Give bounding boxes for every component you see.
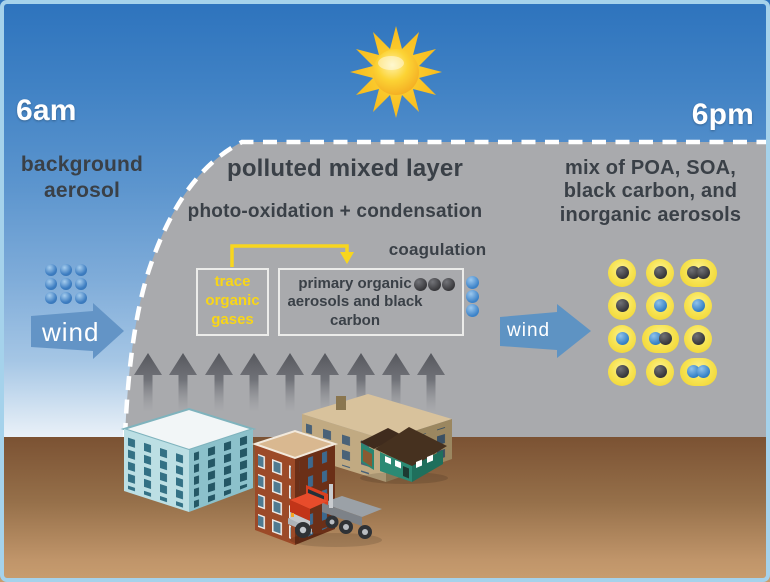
- mixed-aerosol-particle: [679, 258, 717, 287]
- blue-core: [648, 332, 662, 345]
- mixed-aerosol-particle: [679, 357, 717, 386]
- mixed-aerosol-particle: [684, 324, 712, 353]
- truck-icon: [288, 484, 382, 547]
- trace-organic-gases-box: trace organic gases: [196, 268, 269, 336]
- black-core: [653, 266, 667, 279]
- black-carbon-dot: [442, 278, 455, 291]
- black-core: [686, 266, 700, 279]
- blue-core: [691, 299, 705, 312]
- mixed-aerosol-particle: [608, 324, 636, 353]
- layer-boundary-dashed-line: [122, 139, 770, 438]
- mixed-aerosol-particle: [641, 324, 679, 353]
- blue-core: [686, 365, 700, 378]
- mixed-aerosol-particle: [646, 291, 674, 320]
- mixed-aerosol-particle: [646, 357, 674, 386]
- wind-label-left: wind: [42, 317, 100, 347]
- time-label-end: 6pm: [691, 98, 754, 131]
- aerosol-dot: [44, 278, 57, 290]
- primary-organic-aerosols-text: primary organic aerosols and black carbo…: [287, 275, 423, 329]
- blue-core: [653, 299, 667, 312]
- mixed-aerosol-particle: [646, 258, 674, 287]
- coagulation-label: coagulation: [388, 240, 487, 259]
- primary-organic-aerosols-box: primary organic aerosols and black carbo…: [278, 268, 464, 336]
- aerosol-dot: [74, 264, 87, 276]
- black-carbon-dot: [414, 278, 427, 291]
- inorganic-dot: [466, 304, 479, 317]
- building-red: [251, 429, 339, 545]
- black-carbon-dot: [428, 278, 441, 291]
- wind-arrow-right-icon: [500, 304, 591, 358]
- house-illustration: [360, 427, 448, 484]
- background-aerosol-label: background aerosol: [20, 153, 144, 202]
- wind-arrow-left-icon: [31, 303, 124, 359]
- mixed-aerosol-particle: [684, 291, 712, 320]
- black-core: [696, 266, 710, 279]
- trace-organic-gases-text: trace organic gases: [205, 273, 260, 328]
- black-core: [615, 365, 629, 378]
- mixed-aerosol-particle: [608, 258, 636, 287]
- black-core: [653, 365, 667, 378]
- black-core: [691, 332, 705, 345]
- aerosol-mix-label: mix of POA, SOA, black carbon, and inorg…: [559, 157, 742, 226]
- black-carbon-dots: [414, 278, 455, 291]
- mixed-aerosol-particle: [608, 357, 636, 386]
- aerosol-dot: [59, 278, 72, 290]
- aerosol-dot: [59, 292, 72, 304]
- photo-oxidation-label: photo-oxidation + condensation: [187, 201, 483, 222]
- sun-icon: [350, 26, 442, 118]
- inorganic-aerosol-dots: [466, 276, 479, 317]
- black-core: [615, 266, 629, 279]
- aerosol-dot: [44, 292, 57, 304]
- wind-label-right: wind: [507, 320, 551, 341]
- aerosol-dot: [74, 278, 87, 290]
- blue-core: [615, 332, 629, 345]
- aerosol-dot: [74, 292, 87, 304]
- blue-core: [696, 365, 710, 378]
- black-core: [615, 299, 629, 312]
- inorganic-dot: [466, 290, 479, 303]
- inorganic-dot: [466, 276, 479, 289]
- aerosol-dot: [44, 264, 57, 276]
- yellow-process-arrow: [230, 244, 354, 267]
- time-label-start: 6am: [16, 94, 77, 127]
- mixed-aerosol-particle: [608, 291, 636, 320]
- background-aerosol-dots: [43, 263, 88, 305]
- aerosol-dot: [59, 264, 72, 276]
- mixed-layer-title: polluted mixed layer: [226, 155, 464, 182]
- building-blue: [120, 407, 257, 512]
- black-core: [658, 332, 672, 345]
- aerosol-mix-grid: [603, 256, 717, 388]
